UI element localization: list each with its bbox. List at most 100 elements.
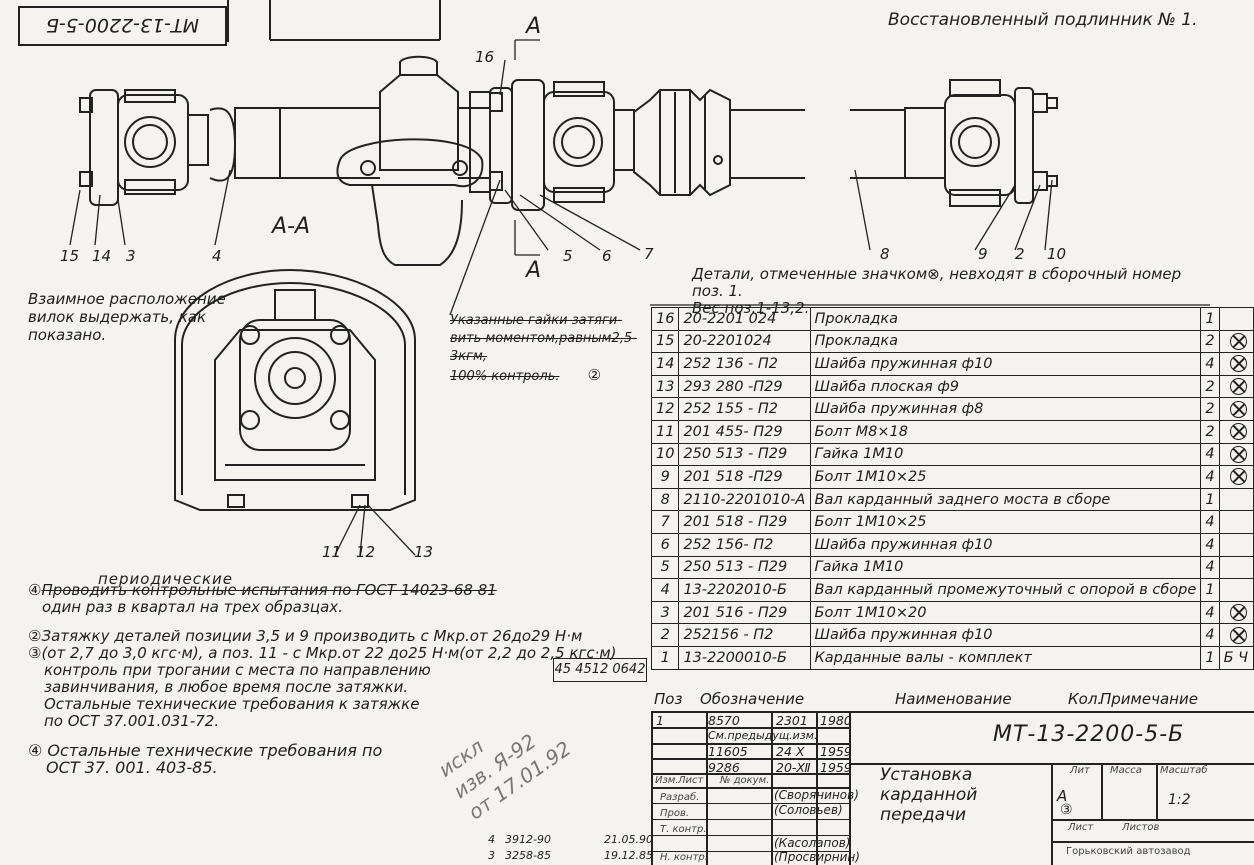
spec-pos-text: 12 <box>656 401 675 418</box>
spec-pos: 8 <box>650 487 680 512</box>
spec-note <box>1218 578 1254 602</box>
spec-name-text: Гайка 1М10 <box>814 446 904 463</box>
spec-code: 201 518 - П29 <box>678 510 811 534</box>
spec-qty: 1 <box>1200 645 1220 670</box>
spec-code-text: 250 513 - П29 <box>683 446 788 463</box>
section-mark-bottom: А <box>526 258 542 283</box>
spec-code-text: 250 513 - П29 <box>683 559 788 576</box>
struck-note-ref: ② <box>587 366 602 384</box>
spec-name-text: Болт 1М10×25 <box>814 468 927 485</box>
callout-7: 7 <box>644 245 654 263</box>
spec-qty-text: 2 <box>1205 401 1215 418</box>
excluded-mark-icon <box>1229 626 1247 644</box>
change-cell: 9286 <box>708 759 740 775</box>
spec-pos: 1 <box>650 645 680 670</box>
spec-pos: 16 <box>650 307 680 331</box>
change-cell: См.предыдущ.изм. <box>708 728 818 742</box>
label-tkontr: Т. контр. <box>660 824 707 835</box>
spec-note <box>1218 419 1254 444</box>
excluded-mark-icon <box>1229 423 1247 441</box>
rubber-boot <box>633 88 805 197</box>
spec-qty: 4 <box>1200 532 1220 557</box>
spec-note <box>1218 532 1254 557</box>
spec-pos-text: 10 <box>656 446 675 463</box>
callout-15: 15 <box>60 247 80 265</box>
spec-row: 10 250 513 - П29 Гайка 1М10 4 <box>650 442 1254 467</box>
label-sheets: Листов <box>1122 822 1160 833</box>
label-lit: Лит <box>1070 765 1090 776</box>
spec-code-text: 20-2201 024 <box>683 310 777 327</box>
spec-qty: 2 <box>1200 374 1220 399</box>
spec-name: Вал карданный промежуточный с опорой в с… <box>809 578 1202 602</box>
spec-code-text: 252156 - П2 <box>683 627 774 644</box>
spec-code: 201 518 -П29 <box>678 465 811 489</box>
req4-rest: один раз в квартал на трех образцах. <box>42 598 343 616</box>
revision-cell: 4 <box>488 833 495 846</box>
spec-code-text: 2110-2201010-А <box>683 491 806 508</box>
spec-code-text: 252 156- П2 <box>683 536 774 553</box>
spec-code: 252 155 - П2 <box>678 397 811 421</box>
section-title: А-А <box>272 214 311 239</box>
section-mark-top: А <box>526 14 542 39</box>
spec-name: Болт 1М10×25 <box>809 465 1202 489</box>
spec-pos-text: 13 <box>656 378 675 395</box>
spec-note <box>1218 555 1254 580</box>
label-prov: Пров. <box>660 808 690 819</box>
req4b: ④ Остальные технические требования по <box>28 741 383 760</box>
callout-13: 13 <box>414 543 434 561</box>
spec-pos-text: 7 <box>660 514 670 531</box>
spec-qty-text: 4 <box>1205 446 1215 463</box>
spec-code: 201 516 - П29 <box>678 600 811 625</box>
label-razrab: Разраб. <box>660 792 700 803</box>
callout-3: 3 <box>126 247 136 265</box>
spec-name: Прокладка <box>809 329 1202 354</box>
spec-code: 13-2200010-Б <box>678 645 811 670</box>
product-line-2: карданной <box>880 785 978 805</box>
intermediate-support <box>336 55 491 266</box>
struck-line-2: вить моментом,равным2,5-3кгм, <box>450 331 637 364</box>
req2: ②Затяжку деталей позиции 3,5 и 9 произво… <box>28 627 583 645</box>
spec-qty-text: 1 <box>1205 649 1215 666</box>
change-cell: 1 <box>656 713 664 728</box>
label-nkontr: Н. контр. <box>660 852 708 863</box>
spec-name: Вал карданный заднего моста в сборе <box>809 487 1202 512</box>
spec-name: Шайба пружинная ф10 <box>809 352 1202 376</box>
spec-pos-text: 11 <box>656 423 675 440</box>
spec-name-text: Вал карданный заднего моста в сборе <box>814 491 1111 508</box>
spec-note <box>1218 600 1254 625</box>
header-code: Обозначение <box>700 690 805 708</box>
callout-14: 14 <box>92 247 112 265</box>
spec-pos: 14 <box>650 352 680 376</box>
spec-pos: 6 <box>650 532 680 557</box>
spec-name: Гайка 1М10 <box>809 442 1202 467</box>
header-qty: Кол. <box>1068 690 1103 708</box>
spec-note <box>1218 374 1254 399</box>
spec-name-text: Шайба плоская ф9 <box>814 378 959 395</box>
revision-cell: 21.05.90 <box>604 833 653 846</box>
spec-qty: 4 <box>1200 465 1220 489</box>
req4c: ОСТ 37. 001. 403-85. <box>46 758 218 777</box>
spec-note <box>1218 487 1254 512</box>
spec-name-text: Прокладка <box>814 310 899 327</box>
req3d: Остальные технические требования к затяж… <box>44 695 420 713</box>
spec-pos: 11 <box>650 419 680 444</box>
spec-code-text: 201 518 - П29 <box>683 514 788 531</box>
callout-11: 11 <box>322 543 342 561</box>
person-1: (Сворянинов) <box>774 788 859 802</box>
spec-pos: 9 <box>650 465 680 489</box>
spec-qty-text: 4 <box>1205 627 1215 644</box>
people-lower: (Касолапов) (Просвирнин) <box>774 836 860 864</box>
spec-note <box>1218 397 1254 421</box>
spec-code: 13-2202010-Б <box>678 578 811 602</box>
spec-qty-text: 2 <box>1205 423 1215 440</box>
spec-qty: 4 <box>1200 600 1220 625</box>
plant-name: Горьковский автозавод <box>1066 846 1191 857</box>
spec-pos-text: 14 <box>656 355 675 372</box>
spec-name-text: Гайка 1М10 <box>814 559 904 576</box>
